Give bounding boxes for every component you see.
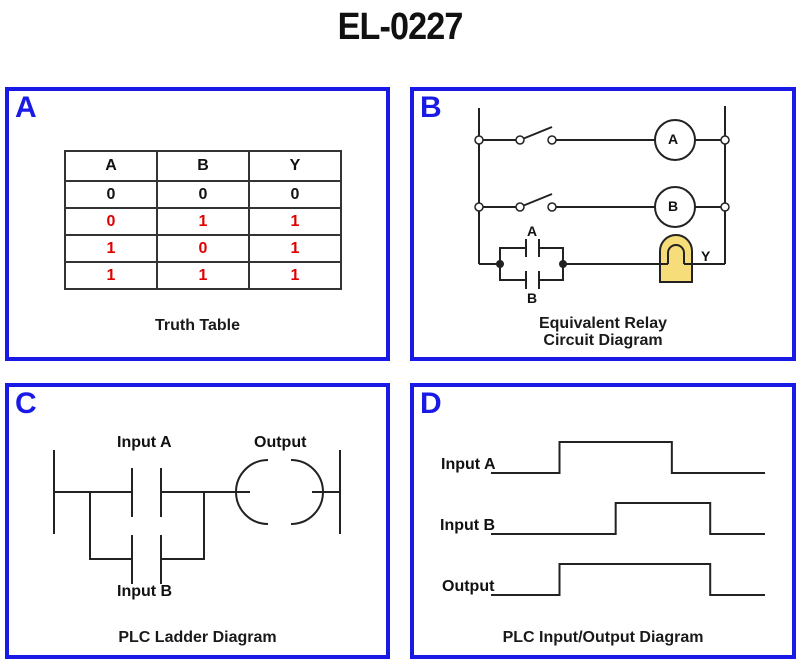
signal-label-input-b: Input B — [440, 517, 496, 534]
cell-b: 1 — [156, 207, 250, 236]
table-row: 0 1 1 — [64, 207, 342, 236]
waveform-output — [491, 563, 765, 596]
signal-label-output: Output — [442, 578, 495, 595]
relay-circuit-diagram — [474, 106, 730, 289]
panel-letter: A — [15, 91, 37, 124]
waveform-input-b — [491, 502, 765, 535]
parallel-branch — [499, 247, 526, 264]
truth-table: A B Y 0 0 0 0 1 1 1 0 1 1 1 1 — [64, 150, 342, 290]
cell-y: 0 — [248, 180, 342, 209]
terminal — [547, 202, 557, 212]
cell-y: 1 — [248, 207, 342, 236]
output-label: Output — [254, 434, 307, 451]
terminal — [474, 135, 484, 145]
cell-b: 0 — [156, 234, 250, 263]
panel-caption: PLC Ladder Diagram — [118, 629, 277, 646]
table-row: 1 1 1 — [64, 261, 342, 290]
table-row: 0 0 0 — [64, 180, 342, 209]
junction-dot — [496, 260, 504, 268]
header-a: A — [64, 150, 158, 182]
panel-d-io-diagram: D Input A Input B Output PLC Input/Outpu… — [410, 383, 796, 659]
panel-caption: PLC Input/Output Diagram — [502, 629, 704, 646]
terminal — [515, 202, 525, 212]
cell-b: 1 — [156, 261, 250, 290]
panel-caption-line-2: Circuit Diagram — [543, 332, 663, 349]
cell-a: 1 — [64, 261, 158, 290]
panel-c-ladder-diagram: C Input A Output Input B PLC Ladder Diag… — [5, 383, 390, 659]
branch — [89, 492, 132, 560]
terminal — [474, 202, 484, 212]
contact-a-label: A — [527, 223, 538, 239]
switch-b-blade — [519, 193, 553, 208]
output-coil-left — [235, 459, 269, 525]
contact-b-label: B — [527, 290, 538, 306]
panel-letter: B — [420, 91, 442, 124]
panel-caption-line-1: Equivalent Relay — [538, 315, 668, 332]
lamp-y — [659, 234, 693, 283]
panel-letter: C — [15, 387, 37, 420]
header-y: Y — [248, 150, 342, 182]
terminal — [720, 135, 730, 145]
cell-y: 1 — [248, 234, 342, 263]
header-b: B — [156, 150, 250, 182]
lamp-y-label: Y — [701, 248, 711, 264]
cell-b: 0 — [156, 180, 250, 209]
cell-a: 0 — [64, 207, 158, 236]
terminal — [547, 135, 557, 145]
cell-a: 1 — [64, 234, 158, 263]
switch-a-blade — [519, 126, 553, 141]
timing-diagram — [491, 441, 765, 596]
panel-a-truth-table: A A B Y 0 0 0 0 1 1 1 0 1 1 1 1 Truth Ta… — [5, 87, 390, 361]
page-title: EL-0227 — [337, 6, 464, 48]
table-row: 1 0 1 — [64, 234, 342, 263]
signal-label-input-a: Input A — [441, 456, 496, 473]
table-header-row: A B Y — [64, 150, 342, 182]
terminal — [720, 202, 730, 212]
relay-coil-a-label: A — [668, 131, 679, 147]
relay-coil-b-label: B — [668, 198, 679, 214]
input-a-label: Input A — [117, 434, 172, 451]
panel-b-relay-circuit: B — [410, 87, 796, 361]
cell-a: 0 — [64, 180, 158, 209]
panel-letter: D — [420, 387, 442, 420]
cell-y: 1 — [248, 261, 342, 290]
terminal — [515, 135, 525, 145]
panel-caption: Truth Table — [154, 317, 241, 334]
input-b-label: Input B — [117, 583, 173, 600]
ladder-diagram — [53, 450, 341, 584]
waveform-input-a — [491, 441, 765, 474]
